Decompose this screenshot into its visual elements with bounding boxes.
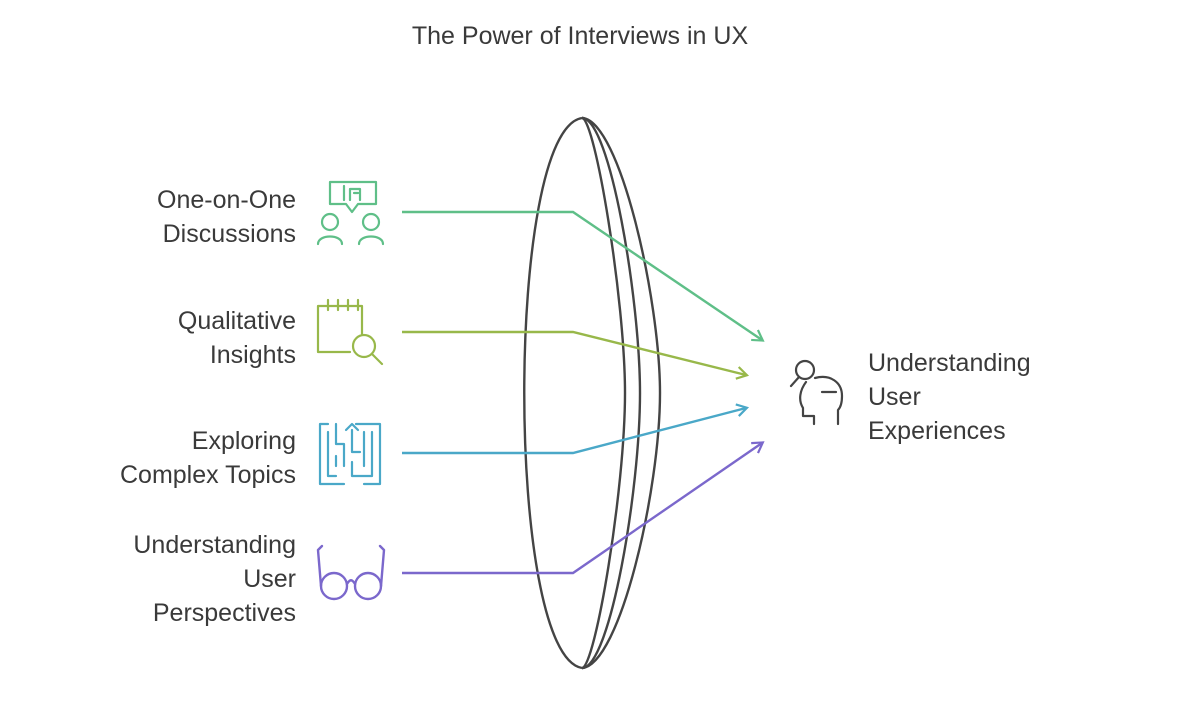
arrow-discussions bbox=[402, 210, 765, 342]
input-label-line: Qualitative bbox=[177, 307, 296, 335]
input-label-complex-topics: Exploring Complex Topics bbox=[16, 424, 296, 492]
input-label-line: Understanding bbox=[133, 531, 296, 559]
calendar-search-icon bbox=[316, 298, 384, 366]
diagram-title: The Power of Interviews in UX bbox=[411, 22, 749, 50]
input-label-line: User bbox=[243, 565, 296, 593]
arrow-insights bbox=[402, 330, 750, 380]
outcome-label-line: User bbox=[868, 383, 921, 411]
outcome-label-line: Experiences bbox=[868, 417, 1006, 445]
input-label-line: Perspectives bbox=[152, 599, 296, 627]
maze-icon bbox=[318, 422, 382, 486]
input-label-insights: Qualitative Insights bbox=[16, 304, 296, 372]
input-label-perspectives: Understanding User Perspectives bbox=[16, 528, 296, 630]
input-label-line: Insights bbox=[209, 341, 296, 369]
people-conversation-icon bbox=[316, 180, 385, 246]
outcome-label-line: Understanding bbox=[868, 349, 1031, 377]
arrow-perspectives bbox=[402, 441, 765, 575]
input-label-line: Complex Topics bbox=[119, 461, 296, 489]
input-label-line: Discussions bbox=[162, 220, 296, 248]
arrow-complex-topics bbox=[402, 403, 750, 455]
input-label-discussions: One-on-One Discussions bbox=[16, 183, 296, 251]
lens-shape bbox=[523, 116, 662, 670]
glasses-icon bbox=[316, 544, 386, 601]
input-label-line: One-on-One bbox=[157, 186, 296, 214]
input-label-line: Exploring bbox=[191, 427, 296, 455]
outcome-label: Understanding User Experiences bbox=[868, 346, 1031, 448]
head-magnifier-icon bbox=[789, 359, 844, 426]
